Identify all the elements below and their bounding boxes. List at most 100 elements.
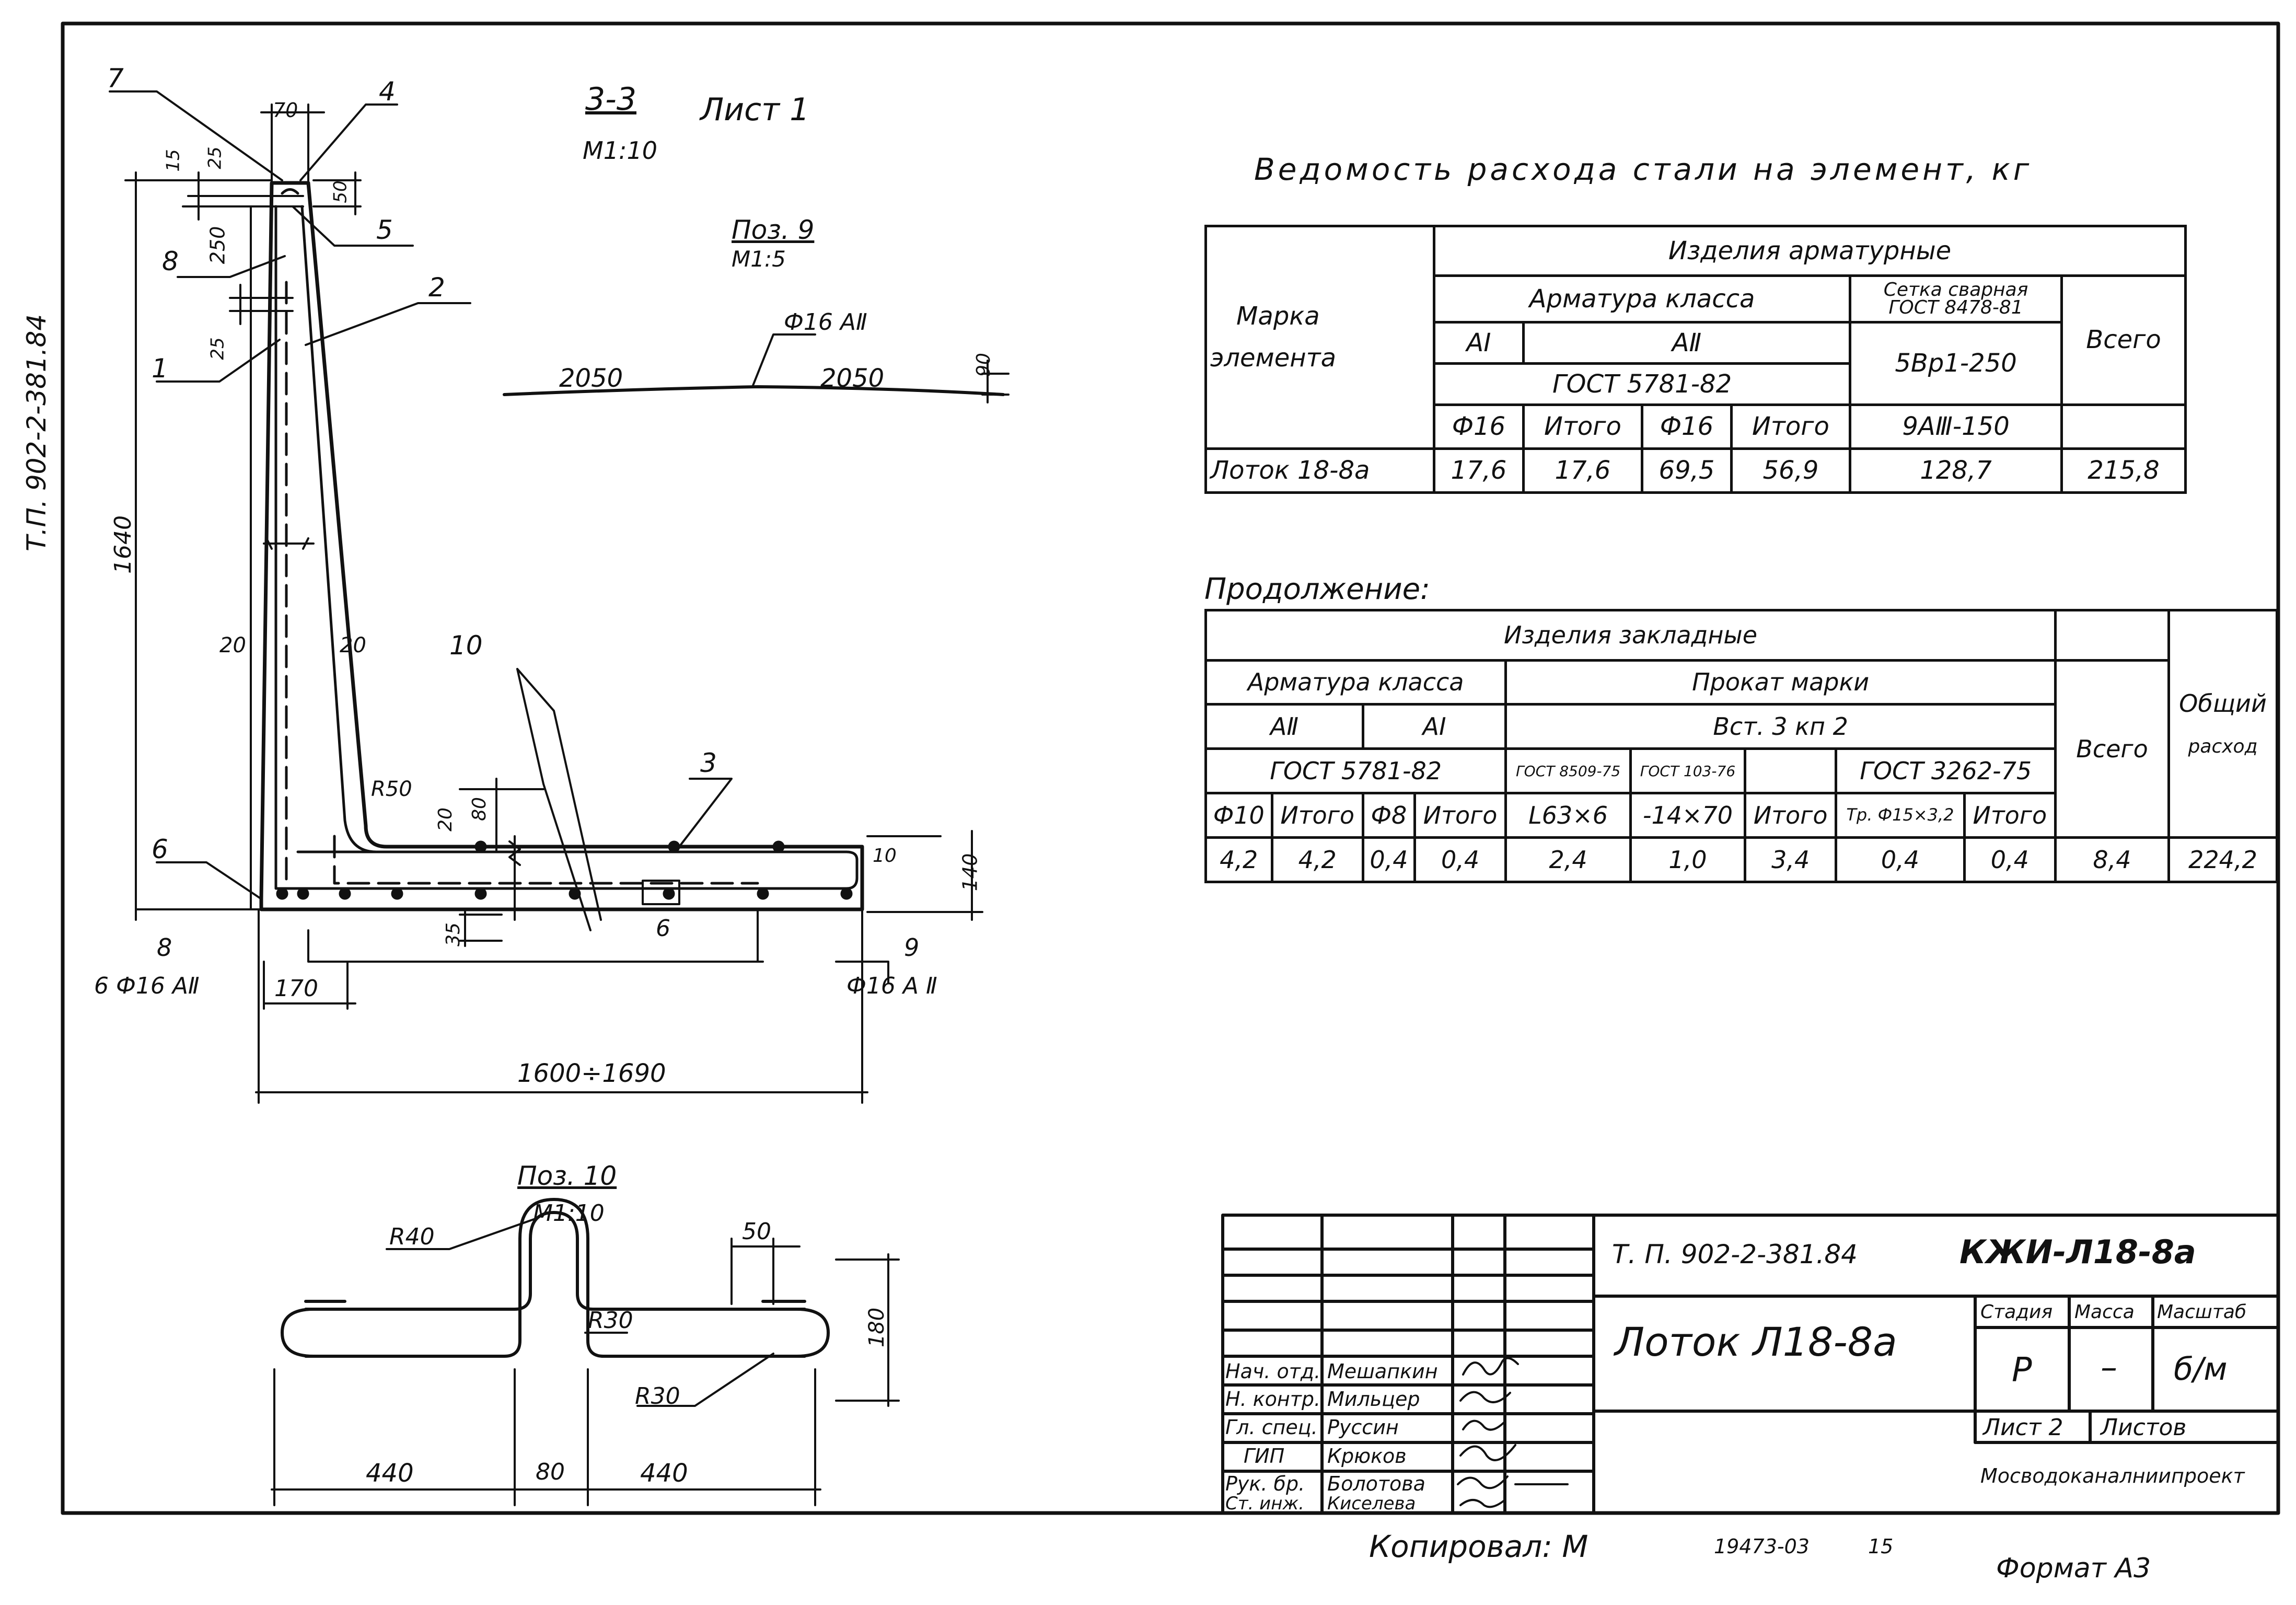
dim-10: 10 xyxy=(873,845,897,867)
dim-left-cover: 20 xyxy=(219,633,246,657)
row-value: 8,4 xyxy=(2054,836,2170,883)
section-leaders xyxy=(109,90,733,931)
mark-header: Марка xyxy=(1236,302,1320,331)
sub-header: Ф10 xyxy=(1204,792,1273,839)
pos10-scale: М1:10 xyxy=(533,1200,605,1227)
row-value: 17,6 xyxy=(1522,447,1644,494)
dim-right-cover: 20 xyxy=(340,633,366,657)
row-value: 4,2 xyxy=(1270,836,1364,883)
sub-header: Итого xyxy=(1963,792,2057,839)
pos10-d50: 50 xyxy=(742,1218,771,1245)
footer-copied: Копировал: М xyxy=(1369,1529,1588,1564)
pos9-title: Поз. 9 xyxy=(732,215,815,245)
footer-number: 19473-03 xyxy=(1714,1535,1810,1558)
pos10-r30a: R30 xyxy=(588,1307,633,1334)
section-dimensions xyxy=(124,103,983,1104)
class-a2: АⅡ xyxy=(1522,321,1852,365)
total-header: Всего xyxy=(2060,274,2187,406)
callout-6: 6 xyxy=(152,834,168,864)
table-row: 4,2 4,2 0,4 0,4 2,4 1,0 3,4 0,4 0,4 8,4 … xyxy=(1204,836,2278,883)
pos9-drawing xyxy=(503,333,1010,403)
embedded-group-header: Изделия закладные xyxy=(1204,609,2057,662)
dim-radius: R50 xyxy=(371,777,412,801)
pos9-left: 2050 xyxy=(559,364,623,393)
row-value: 0,4 xyxy=(1963,836,2057,883)
table-row: Лоток 18-8а 17,6 17,6 69,5 56,9 128,7 21… xyxy=(1204,447,2187,494)
person-role: Рук. бр. xyxy=(1225,1472,1305,1495)
class-a1: АⅠ xyxy=(1361,703,1508,750)
cont-table: Изделия закладные Общий расход Арматура … xyxy=(1204,608,2278,883)
stamp-org: Мосводоканалниипроект xyxy=(1980,1464,2245,1487)
mesh-gost: ГОСТ 8478-81 xyxy=(1888,296,2023,318)
blank-cell xyxy=(2054,609,2170,662)
sub-header: -14×70 xyxy=(1629,792,1747,839)
stamp-sheet: Лист 2 xyxy=(1983,1414,2063,1441)
sub-header: Тр. Ф15×3,2 xyxy=(1835,792,1966,839)
row-value: 3,4 xyxy=(1743,836,1838,883)
gost-8509: ГОСТ 8509-75 xyxy=(1504,747,1632,795)
person-role: Нач. отд. xyxy=(1225,1360,1321,1383)
stamp-stage-header: Стадия xyxy=(1980,1301,2053,1323)
sheet-frame xyxy=(61,21,2280,1515)
row-value: 128,7 xyxy=(1849,447,2063,494)
callout-10: 10 xyxy=(449,630,483,661)
pos10-title: Поз. 10 xyxy=(517,1161,617,1191)
callout-6b: 6 xyxy=(656,915,670,942)
sub-header: L63×6 xyxy=(1504,792,1632,839)
footer-format: Формат А3 xyxy=(1996,1553,2151,1584)
sub-header: Итого xyxy=(1743,792,1838,839)
person-name: Крюков xyxy=(1327,1445,1407,1468)
general-header: Общий расход xyxy=(2167,608,2278,839)
row-value: 2,4 xyxy=(1504,836,1632,883)
stamp-drawing-code: КЖИ-Л18-8а xyxy=(1959,1233,2196,1271)
dim-170: 170 xyxy=(274,975,318,1002)
section-sheet: Лист 1 xyxy=(700,91,810,128)
person-name: Киселева xyxy=(1327,1493,1416,1514)
stamp-mass: – xyxy=(2101,1348,2117,1387)
sub-header: 9АⅢ-150 xyxy=(1849,403,2063,450)
callout-8: 8 xyxy=(162,246,179,276)
gost-5781: ГОСТ 5781-82 xyxy=(1204,747,1508,795)
row-value: 0,4 xyxy=(1413,836,1508,883)
callout-2: 2 xyxy=(428,272,445,303)
row-value: 1,0 xyxy=(1629,836,1747,883)
person-role: Н. контр. xyxy=(1225,1388,1321,1411)
callout-1: 1 xyxy=(152,353,168,384)
rolled-header: Прокат марки xyxy=(1504,659,2057,706)
cont-table-title: Продолжение: xyxy=(1204,572,1430,606)
callout-4: 4 xyxy=(379,76,396,107)
person-name: Руссин xyxy=(1327,1416,1399,1439)
class-a2: АⅡ xyxy=(1204,703,1364,750)
stamp-mass-header: Масса xyxy=(2074,1301,2135,1323)
person-role: ГИП xyxy=(1244,1445,1285,1468)
dim-span: 1600÷1690 xyxy=(517,1059,666,1088)
mesh-spec: 5Вр1-250 xyxy=(1849,321,2063,406)
bar-right-label: Ф16 А Ⅱ xyxy=(846,973,937,999)
gost-3262: ГОСТ 3262-75 xyxy=(1835,747,2057,795)
total-header: Всего xyxy=(2054,659,2170,839)
mark-header-2: элемента xyxy=(1210,343,1337,373)
pos9-right: 2050 xyxy=(820,364,885,393)
pos10-drawing xyxy=(281,1198,830,1358)
sub-header: Итого xyxy=(1730,403,1852,450)
dim-top-width: 70 xyxy=(273,99,298,122)
row-value: 215,8 xyxy=(2060,447,2187,494)
row-mark: Лоток 18-8а xyxy=(1204,447,1435,494)
section-scale: М1:10 xyxy=(583,136,657,165)
general-header-1: Общий xyxy=(2179,689,2267,718)
pos10-dimensions xyxy=(271,1217,900,1506)
sub-header-empty xyxy=(2060,403,2187,450)
row-value: 17,6 xyxy=(1433,447,1525,494)
sub-header: Ф8 xyxy=(1361,792,1416,839)
steel-table: Марка элемента Изделия арматурные Армату… xyxy=(1204,225,2187,494)
arm-group-header: Изделия арматурные xyxy=(1433,225,2187,277)
person-name: Мильцер xyxy=(1327,1388,1420,1411)
general-header-2: расход xyxy=(2188,736,2258,758)
callout-8b: 8 xyxy=(157,933,172,962)
stamp-sheets: Листов xyxy=(2101,1414,2187,1441)
sub-header: Ф16 xyxy=(1433,403,1525,450)
gost-103: ГОСТ 103-76 xyxy=(1629,747,1747,795)
arm-class-header: Арматура класса xyxy=(1204,659,1508,706)
